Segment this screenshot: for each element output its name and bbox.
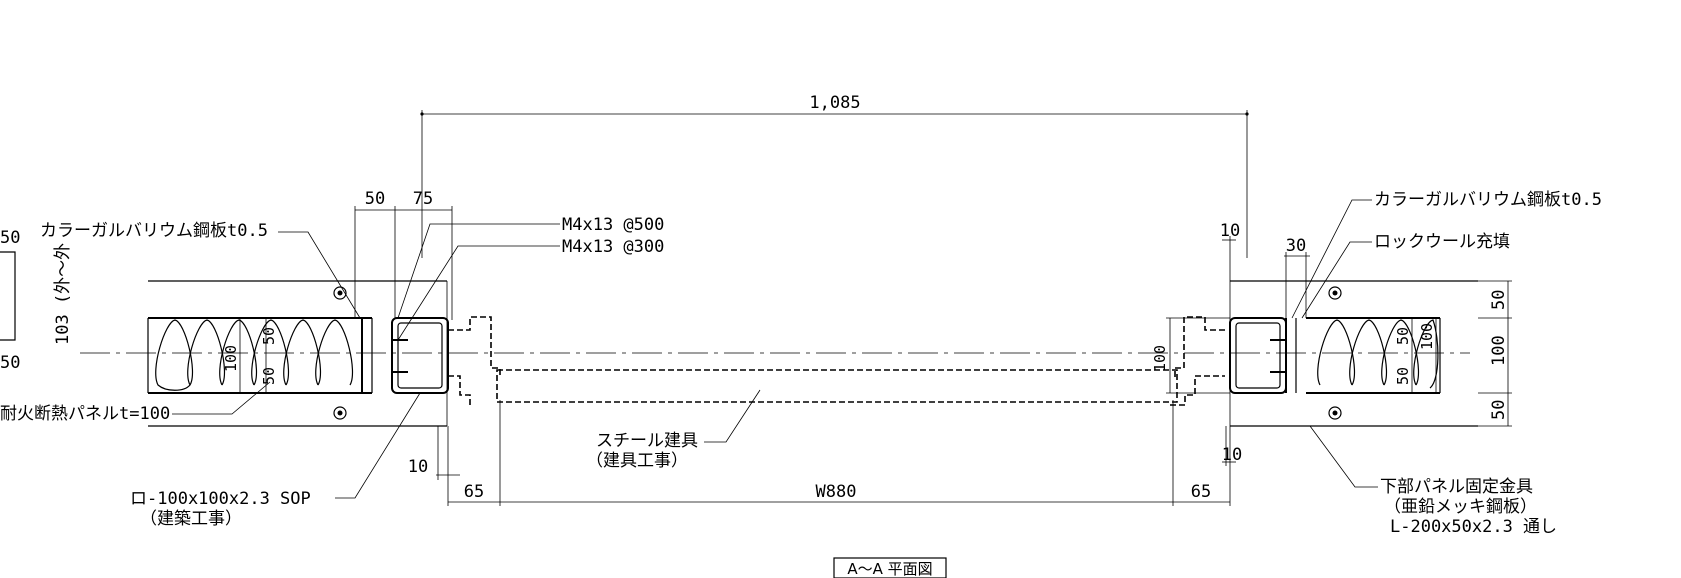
dim-right-side-50-bottom: 50 [1489, 400, 1509, 420]
dim-right-panel-100: 100 [1418, 323, 1436, 350]
right-side-dimensions: 50 100 50 [1478, 280, 1512, 427]
bottom-dimensions: 65 W880 65 10 10 [408, 400, 1242, 506]
label-rockwool: ロックウール充填 [1374, 232, 1510, 252]
label-left-galvalume: カラーガルバリウム鋼板t0.5 [40, 221, 268, 241]
left-annotations: カラーガルバリウム鋼板t0.5 M4x13 @500 M4x13 @300 耐火… [0, 215, 761, 529]
right-top-dimensions: 10 30 [1220, 221, 1310, 318]
dim-left-panel-50b: 50 [260, 367, 278, 385]
label-screw-500: M4x13 @500 [562, 215, 664, 235]
left-top-dimensions: 50 75 [354, 189, 453, 320]
label-steel-door-1: スチール建具 [596, 431, 698, 451]
dim-left-panel-100: 100 [222, 345, 240, 372]
steel-door [448, 316, 1225, 406]
left-steel-post [361, 281, 449, 426]
dim-left-50: 50 [365, 189, 385, 209]
label-left-post-2: （建築工事） [140, 509, 242, 529]
label-bracket-2: （亜鉛メッキ鋼板） [1384, 497, 1537, 517]
dim-opening: W880 [816, 482, 857, 502]
dim-far-left-103: 103 (外～外 [53, 243, 73, 345]
label-bracket-1: 下部パネル固定金具 [1380, 477, 1533, 497]
right-steel-post [1229, 281, 1297, 426]
label-left-post-1: ロ-100x100x2.3 SOP [130, 489, 311, 509]
dim-far-left-50-top: 50 [0, 228, 20, 248]
dim-right-panel-50a: 50 [1394, 327, 1412, 345]
dim-overall: 1,085 [809, 93, 860, 113]
dim-left-10-bottom: 10 [408, 457, 428, 477]
dim-right-10-bottom: 10 [1222, 445, 1242, 465]
label-steel-door-2: （建具工事） [586, 451, 688, 471]
dim-left-75: 75 [413, 189, 433, 209]
drawing-title: A～A 平面図 [833, 557, 947, 578]
label-left-panel: 耐火断熱パネルt=100 [0, 404, 170, 424]
far-left-detail: 50 50 103 (外～外 [0, 228, 73, 373]
dim-right-65: 65 [1191, 482, 1211, 502]
dim-right-frame-100: 100 [1151, 345, 1169, 372]
label-screw-300: M4x13 @300 [562, 237, 664, 257]
dim-right-panel-50b: 50 [1394, 367, 1412, 385]
overall-dimension: 1,085 [420, 93, 1249, 258]
label-right-galvalume: カラーガルバリウム鋼板t0.5 [1374, 190, 1602, 210]
dim-right-30: 30 [1286, 236, 1306, 256]
label-bracket-3: L-200x50x2.3 通し [1390, 517, 1557, 537]
left-wall-panel: 100 50 50 [147, 280, 447, 427]
right-wall-panel: 50 100 50 [1230, 280, 1478, 427]
dim-far-left-50-bottom: 50 [0, 353, 20, 373]
dim-right-side-100: 100 [1489, 335, 1509, 366]
right-frame-dimension: 100 [1151, 317, 1230, 394]
dim-right-side-50-top: 50 [1489, 290, 1509, 310]
dim-right-10-top: 10 [1220, 221, 1240, 241]
dim-left-panel-50a: 50 [260, 327, 278, 345]
right-annotations: カラーガルバリウム鋼板t0.5 ロックウール充填 下部パネル固定金具 （亜鉛メッ… [1291, 190, 1602, 537]
title-text: A～A 平面図 [847, 560, 932, 578]
dim-left-65: 65 [464, 482, 484, 502]
